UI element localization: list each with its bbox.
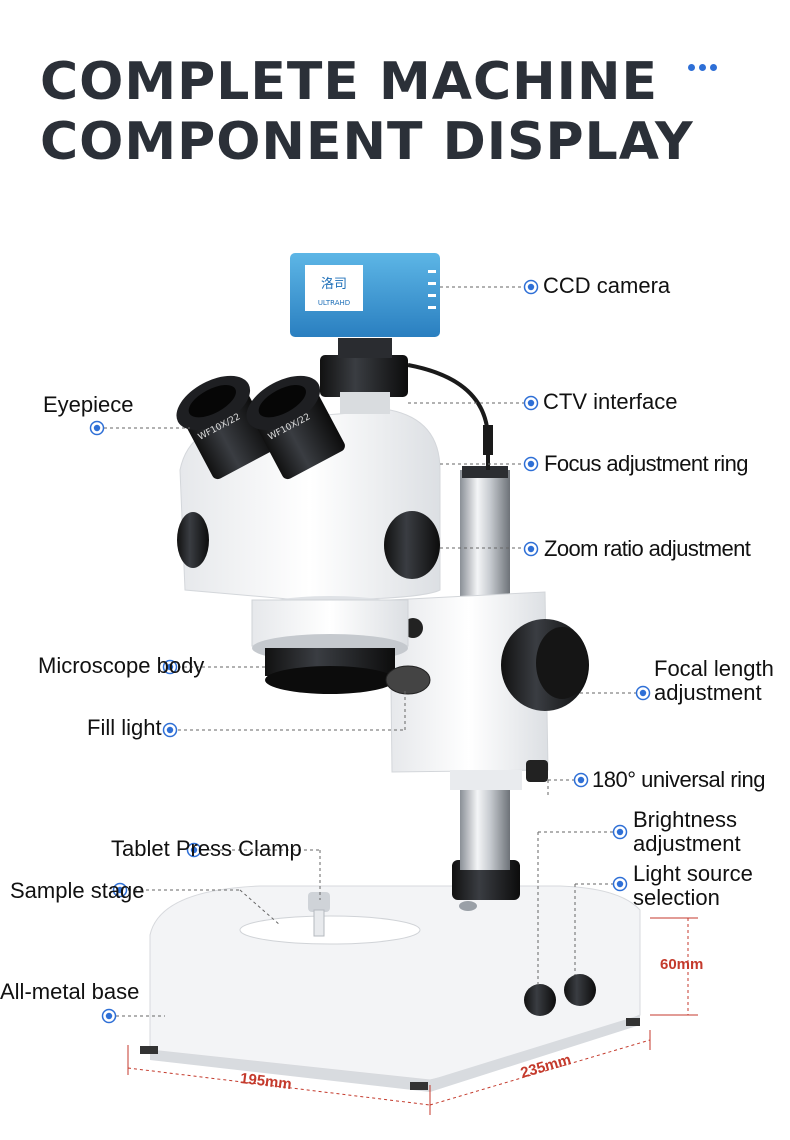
label-zoom-ratio: Zoom ratio adjustment (544, 536, 751, 561)
label-brightness-1: Brightness (633, 807, 737, 832)
label-ctv-interface: CTV interface (543, 389, 678, 414)
label-brightness-2: adjustment (633, 831, 741, 856)
dimension-height: 60mm (660, 956, 704, 973)
page-title: COMPLETE MACHINE COMPONENT DISPLAY (40, 52, 694, 172)
label-light-source-1: Light source (633, 861, 753, 886)
label-sample-stage: Sample stage (10, 878, 145, 903)
label-brightness: Brightness adjustment (633, 808, 741, 856)
label-light-source: Light source selection (633, 862, 753, 910)
decorative-dots (688, 58, 721, 76)
label-eyepiece: Eyepiece (43, 392, 134, 417)
label-ccd-camera: CCD camera (543, 273, 671, 298)
title-line-1: COMPLETE MACHINE (40, 52, 659, 112)
label-focal-length-1: Focal length (654, 656, 774, 681)
label-focal-length-2: adjustment (654, 680, 762, 705)
label-fill-light: Fill light (87, 715, 162, 740)
label-tablet-clamp: Tablet Press Clamp (111, 836, 302, 861)
label-universal-ring: 180° universal ring (592, 767, 765, 792)
label-microscope-body: Microscope body (38, 653, 205, 678)
label-base: All-metal base (0, 979, 140, 1004)
camera-badge: ULTRAHD (318, 299, 350, 307)
title-line-2: COMPONENT DISPLAY (40, 112, 694, 172)
label-focal-length: Focal length adjustment (654, 657, 774, 705)
label-light-source-2: selection (633, 885, 720, 910)
label-focus-ring: Focus adjustment ring (544, 451, 748, 476)
base-group (140, 885, 641, 1092)
camera-brand: 洛司 (321, 277, 347, 292)
